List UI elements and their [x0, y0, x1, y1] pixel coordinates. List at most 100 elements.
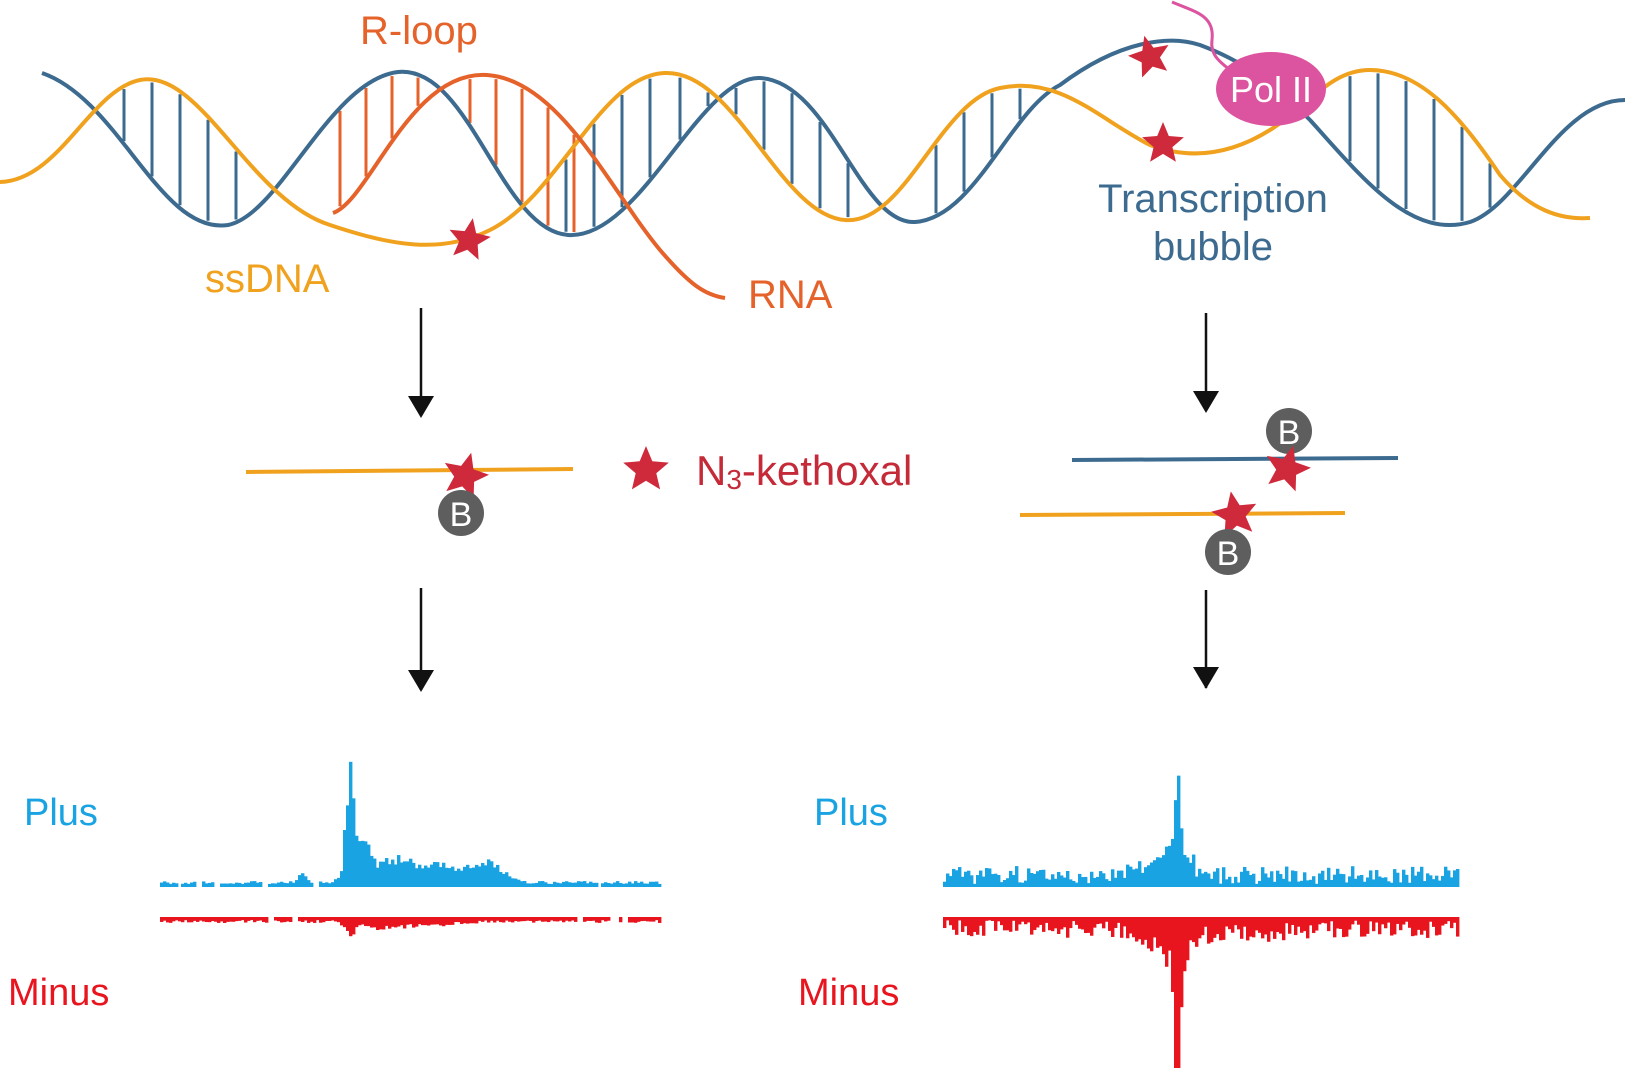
signal-bar: [1207, 917, 1211, 944]
signal-bar: [1396, 872, 1400, 887]
signal-bar: [463, 866, 467, 887]
signal-bar: [466, 864, 470, 887]
signal-bar: [166, 882, 170, 887]
signal-bar: [1009, 917, 1013, 932]
star-icon: [449, 218, 491, 260]
signal-bar: [556, 917, 560, 922]
signal-bar: [550, 883, 554, 887]
signal-bar: [1429, 875, 1433, 887]
signal-bar: [1333, 874, 1337, 887]
signal-bar: [415, 917, 419, 927]
signal-bar: [358, 917, 362, 926]
signal-bar: [1030, 917, 1034, 935]
signal-bar: [1363, 881, 1367, 887]
signal-bar: [973, 917, 977, 932]
signal-bar: [976, 875, 980, 887]
signal-bar: [460, 870, 464, 887]
signal-bar: [280, 917, 284, 923]
signal-bar: [1180, 828, 1184, 887]
signal-bar: [985, 917, 989, 921]
signal-bar: [997, 917, 1001, 922]
signal-bar: [1267, 877, 1271, 887]
signal-bar: [1321, 870, 1325, 887]
signal-bar: [1366, 877, 1370, 887]
signal-bar: [631, 883, 635, 887]
signal-bar: [334, 879, 338, 887]
signal-bar: [1408, 917, 1412, 928]
signal-bar: [571, 917, 575, 921]
signal-bar: [1396, 917, 1400, 924]
signal-bar: [991, 917, 995, 921]
signal-bar: [346, 917, 350, 931]
signal-bar: [454, 870, 458, 887]
signal-bar: [169, 917, 173, 923]
arrows: [408, 308, 1219, 692]
signal-bar: [433, 861, 437, 887]
signal-bar: [487, 859, 491, 887]
signal-bar: [478, 866, 482, 887]
signal-bar: [283, 882, 287, 887]
signal-bar: [1357, 875, 1361, 887]
signal-bar: [394, 864, 398, 887]
signal-bar: [433, 917, 437, 925]
signal-bar: [1072, 917, 1076, 922]
signal-bar: [1159, 857, 1163, 887]
signal-bar: [649, 917, 653, 922]
signal-bar: [976, 917, 980, 935]
star-icon: [1142, 122, 1184, 162]
signal-bar: [1201, 917, 1205, 936]
signal-bar: [196, 917, 200, 922]
signal-bar: [256, 917, 260, 921]
rloop-label: R-loop: [360, 9, 478, 53]
signal-bar: [1267, 917, 1271, 942]
signal-bar: [1141, 917, 1145, 945]
signal-bar: [952, 917, 956, 930]
plus-strand-track: [160, 761, 662, 887]
signal-bar: [1183, 917, 1187, 972]
signal-bar: [286, 917, 290, 922]
signal-bar: [238, 917, 242, 921]
signal-bar: [541, 881, 545, 887]
signal-bar: [415, 868, 419, 887]
signal-bar: [403, 917, 407, 929]
signal-bar: [376, 917, 380, 931]
signal-bar: [1210, 917, 1214, 943]
signal-bar: [187, 883, 191, 887]
signal-bar: [946, 873, 950, 887]
signal-bar: [1009, 870, 1013, 887]
signal-bar: [1153, 917, 1157, 938]
signal-bar: [568, 882, 572, 887]
signal-bar: [1417, 871, 1421, 887]
signal-bar: [1270, 917, 1274, 932]
signal-bar: [1105, 917, 1109, 922]
signal-bar: [982, 917, 986, 936]
signal-bar: [517, 879, 521, 887]
signal-bar: [1297, 917, 1301, 927]
signal-bar: [244, 882, 248, 887]
signal-bar: [526, 917, 530, 921]
signal-bar: [283, 917, 287, 923]
signal-bar: [1075, 882, 1079, 887]
minus-label-left: Minus: [8, 972, 109, 1014]
signal-bar: [1162, 917, 1166, 955]
plus-strand-track: [943, 775, 1460, 887]
signal-bar: [523, 881, 527, 887]
signal-bar: [418, 917, 422, 925]
signal-bar: [970, 875, 974, 887]
signal-bar: [316, 917, 320, 921]
signal-bar: [1303, 872, 1307, 887]
signal-bar: [169, 883, 173, 887]
signal-bar: [1183, 854, 1187, 887]
signal-bar: [325, 882, 329, 887]
signal-bar: [625, 883, 629, 887]
signal-bar: [547, 917, 551, 923]
signal-bar: [1240, 871, 1244, 887]
signal-bar: [1162, 855, 1166, 887]
signal-bar: [553, 917, 557, 922]
signal-bar: [1339, 917, 1343, 929]
signal-bar: [367, 917, 371, 927]
signal-bar: [979, 870, 983, 887]
signal-bar: [1246, 917, 1250, 941]
signal-bar: [967, 917, 971, 936]
signal-bar: [1159, 917, 1163, 947]
